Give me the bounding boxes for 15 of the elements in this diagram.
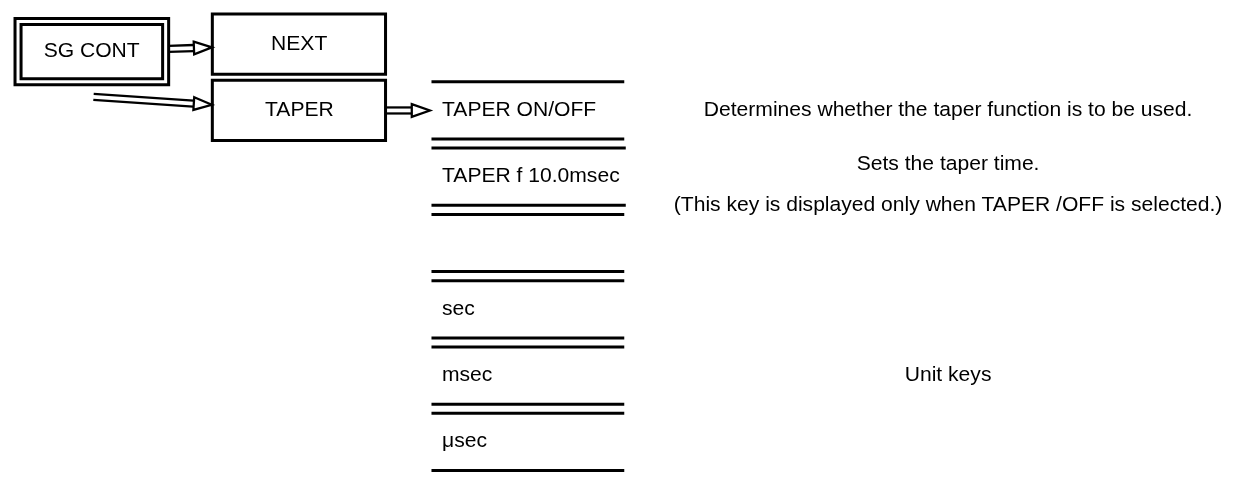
node-box: SG CONT — [13, 17, 170, 87]
node-text: TAPER f 10.0msec — [441, 163, 620, 187]
node-text: msec — [441, 362, 492, 386]
arrow — [168, 40, 215, 56]
arrow — [385, 102, 433, 119]
arrow — [92, 92, 215, 112]
node-label: (This key is displayed only when TAPER /OFF is selected.) — [673, 191, 1222, 215]
node-box: NEXT — [210, 12, 387, 76]
node-text: TAPER ON/OFF — [441, 97, 596, 121]
node-text: μsec — [441, 428, 487, 452]
node-box: TAPER — [210, 78, 387, 143]
label: Unit keys — [904, 362, 991, 386]
node-label: Determines whether the taper function is to be used. — [703, 97, 1192, 121]
node-label: Sets the taper time. — [856, 151, 1039, 175]
node-text: sec — [441, 295, 475, 319]
